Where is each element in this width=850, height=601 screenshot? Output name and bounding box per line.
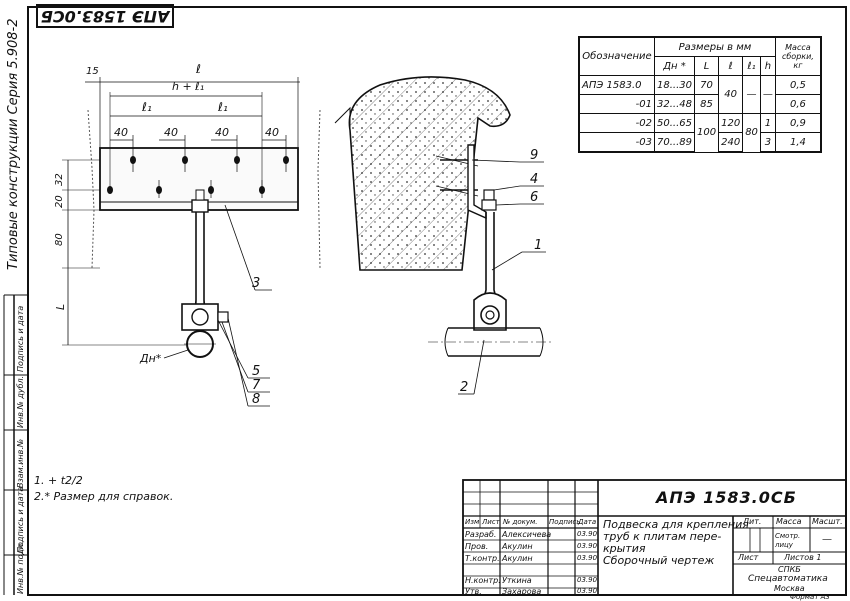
dim-40-b: 40 [164,126,178,139]
staff-name-3: Уткина [502,576,532,585]
tb-head-doc: № докум. [503,518,538,526]
tb-scale-value: — [822,534,832,545]
dim-20: 20 [54,195,65,208]
table-row: -03 70...89 240 3 1,4 [578,132,822,153]
dim-L: L [54,303,67,310]
dim-40-a: 40 [114,126,128,139]
dim-l: ℓ [196,62,201,76]
tb-head-sign: Подпись [549,518,581,526]
dim-l1-a: ℓ₁ [142,100,152,114]
table-row: -02 50...65 100 120 80 1 0,9 [578,113,822,153]
tb-scale: Масшт. [812,517,843,526]
section-view [334,76,552,395]
callout-8: 8 [252,392,261,407]
staff-role-1: Пров. [465,542,489,551]
front-view [62,77,321,407]
staff-role-2: Т.контр. [465,554,500,563]
callout-9: 9 [530,148,539,163]
size-table: Обозначение Размеры в мм Масса сборки, к… [578,36,822,153]
tb-mass-value: Смотр. лицу [775,532,801,549]
staff-date-1: 03.90 [577,542,598,550]
plate-holes [107,156,289,194]
title-name-line-1: Подвеска для крепления [603,518,749,531]
staff-name-4: Захарова [502,587,542,596]
staff-name-1: Акулин [502,542,533,551]
tb-head-list: Лист [482,518,500,526]
callout-7: 7 [252,378,261,393]
title-name-line-3: крытия [603,542,646,555]
staff-role-3: Н.контр. [465,576,501,585]
th-h: h [759,56,776,76]
tb-lit: Лит. [743,517,762,526]
side-label-dup-inv: Инв.№ дубл. [16,375,25,428]
dim-40-c: 40 [215,126,229,139]
table-row: -01 32...48 85 0,6 [578,94,822,114]
callout-3: 3 [252,276,261,291]
dim-32: 32 [54,173,65,186]
tb-sheet: Лист [738,553,759,562]
tb-sheets: Листов 1 [784,553,822,562]
side-label-orig-inv: Инв.№ подл. [16,541,25,594]
tb-org-2: Спецавтоматика [748,574,828,584]
staff-role-0: Разраб. [465,530,497,539]
tb-head-izm: Изм [465,518,480,526]
dim-40-d: 40 [265,126,279,139]
dim-80: 80 [54,233,65,246]
callout-5: 5 [252,364,261,379]
title-name-line-4: Сборочный чертеж [603,554,715,567]
callout-4: 4 [530,172,539,187]
callout-6: 6 [530,190,539,205]
staff-date-0: 03.90 [577,530,598,538]
th-l1: ℓ₁ [742,56,761,76]
th-sizes: Размеры в мм [654,36,776,57]
tb-format: Формат А3 [790,593,830,601]
th-dn: Дн * [654,56,695,76]
staff-date-2: 03.90 [577,554,598,562]
side-label-sign-date-1: Подпись и дата [16,305,25,372]
dim-h-l1: h + ℓ₁ [172,80,205,93]
th-l: ℓ [718,56,744,76]
tb-org-1: СПКБ [778,565,801,574]
stamp-code: АПЭ 1583.0СБ [36,4,174,28]
title-name-line-2: труб к плитам пере- [603,530,722,543]
tb-head-date: Дата [578,518,597,526]
note-1: 1. + t2/2 [34,474,83,487]
th-L: L [693,56,720,76]
staff-date-4: 03.90 [577,587,598,595]
callout-1: 1 [534,238,543,253]
dim-dn: Дн* [140,352,162,365]
staff-date-3: 03.90 [577,576,598,584]
title-block-grid [462,479,847,596]
side-label-replace-inv: Взам.инв.№ [16,438,25,488]
table-row: АПЭ 1583.0 18...30 70 40 — — 0,5 [578,75,822,114]
staff-name-2: Акулин [502,554,533,563]
series-vertical-text: Типовые конструкции Серия 5.908-2 [6,18,21,270]
staff-name-0: Алексичева [502,530,552,539]
callout-2: 2 [460,380,469,395]
tb-mass: Масса [776,517,802,526]
th-designation: Обозначение [578,36,655,76]
dim-15: 15 [86,66,99,77]
note-2: 2.* Размер для справок. [34,490,174,503]
tb-org-3: Москва [774,584,805,593]
sheet-frame [27,6,847,596]
dim-l1-b: ℓ₁ [218,100,228,114]
title-code: АПЭ 1583.0СБ [656,488,797,507]
th-mass: Масса сборки, кг [774,36,822,76]
staff-role-4: Утв. [465,587,482,596]
